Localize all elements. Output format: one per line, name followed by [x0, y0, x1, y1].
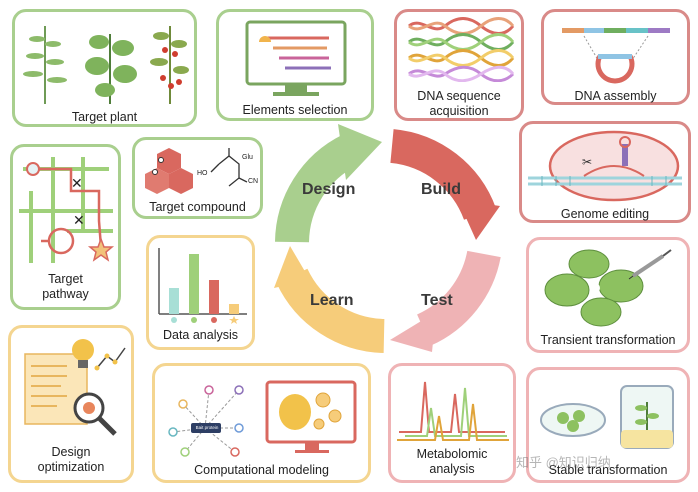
target-pathway-label-2: pathway [42, 287, 89, 301]
target-pathway-label-1: Target [48, 272, 83, 286]
learn-label: Learn [310, 292, 354, 309]
build-arrow [389, 129, 496, 221]
genome-editing-label: Genome editing [560, 207, 650, 221]
tissue-culture-icon [540, 385, 674, 449]
card-computational-modeling: Bait protein Computational modeling [152, 363, 371, 483]
card-design-optimization: Design optimization [8, 325, 134, 483]
design-label: Design [302, 181, 356, 198]
leaf-injection-icon [544, 249, 672, 327]
test-arrowhead [390, 312, 436, 352]
monitor-icon [245, 20, 347, 96]
dna-sequence-label-2: acquisition [429, 104, 489, 118]
watermark: 知乎 @知识归纳 [516, 455, 611, 470]
chromatogram-icon [397, 381, 509, 441]
learn-arrow [276, 268, 385, 353]
transient-transformation-label: Transient transformation [540, 333, 676, 347]
card-data-analysis: Data analysis [146, 235, 255, 350]
learn-arrowhead [274, 246, 310, 288]
target-compound-label: Target compound [149, 200, 246, 214]
design-optimization-label-2: optimization [37, 460, 105, 474]
computational-modeling-label: Computational modeling [194, 463, 329, 477]
plasmid-assembly-icon [562, 28, 670, 84]
plant-icon [23, 26, 189, 104]
dna-sequence-label-1: DNA sequence [417, 89, 501, 103]
metabolomic-label-2: analysis [429, 462, 475, 476]
data-analysis-label: Data analysis [162, 328, 239, 342]
card-target-compound: Glu CN HO Target compound [132, 137, 263, 219]
pathway-network-icon: ✕ ✕ [19, 157, 115, 263]
dna-assembly-label: DNA assembly [574, 89, 657, 103]
bar-chart-icon [158, 248, 247, 324]
test-label: Test [421, 292, 453, 309]
molecule-ho-label: HO [197, 170, 208, 177]
card-metabolomic-analysis: Metabolomic analysis [388, 363, 516, 483]
svg-text:✕: ✕ [71, 176, 83, 192]
build-label: Build [421, 181, 461, 198]
target-plant-label: Target plant [71, 110, 138, 124]
design-optimization-label-1: Design [51, 445, 91, 459]
genome-editing-icon: ✂ [528, 130, 682, 202]
bait-protein-label: Bait protein [195, 425, 219, 430]
elements-selection-label: Elements selection [242, 103, 348, 117]
stable-transformation-label: Stable transformation [548, 463, 668, 477]
optimization-icon [24, 339, 126, 436]
molecule-glu-label: Glu [242, 154, 253, 161]
card-target-pathway: ✕ ✕ Target pathway [10, 144, 121, 310]
molecule-icon [145, 148, 248, 194]
card-genome-editing: ✂ Genome editing [519, 121, 691, 223]
design-arrowhead [338, 124, 382, 180]
card-stable-transformation: Stable transformation [526, 367, 690, 483]
molecule-cn-label: CN [248, 178, 259, 185]
metabolomic-label-1: Metabolomic [416, 447, 488, 461]
card-dna-assembly: DNA assembly [541, 9, 690, 105]
network-model-icon [168, 380, 357, 457]
design-arrow [275, 134, 359, 243]
card-elements-selection: Elements selection [216, 9, 374, 121]
card-transient-transformation: Transient transformation [526, 237, 690, 353]
dna-helix-icon [408, 17, 515, 82]
svg-text:✂: ✂ [582, 155, 592, 169]
svg-text:✕: ✕ [73, 213, 85, 229]
card-dna-sequence-acquisition: DNA sequence acquisition [394, 9, 524, 121]
build-arrowhead [458, 200, 500, 240]
card-target-plant: Target plant [12, 9, 197, 127]
